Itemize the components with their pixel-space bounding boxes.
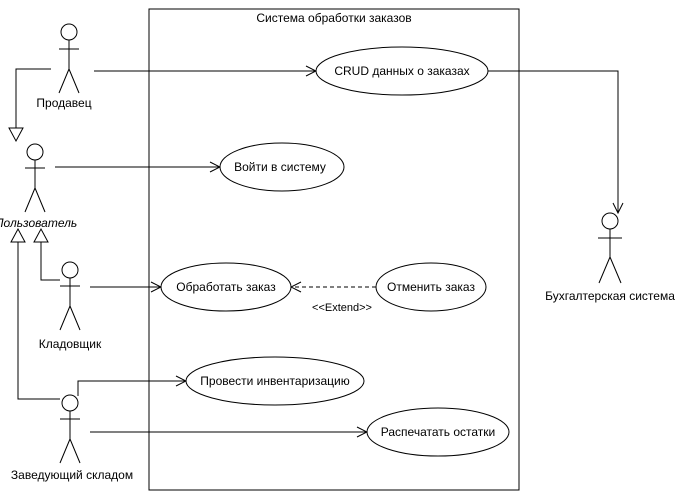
generalization-storekeeper-arrowhead <box>33 227 49 243</box>
actor-user-head <box>26 143 44 161</box>
generalization-head-user <box>17 242 60 400</box>
actor-seller-figure <box>58 40 80 94</box>
actor-accounting-figure <box>598 229 622 284</box>
actor-user-label: Пользователь <box>0 216 77 230</box>
actor-user-figure <box>24 160 46 213</box>
use-case-process: Обработать заказ <box>176 280 276 294</box>
generalization-seller-user <box>15 68 51 128</box>
actor-user: Пользователь <box>0 143 77 230</box>
actor-seller: Продавец <box>36 23 92 110</box>
use-case-print: Распечатать остатки <box>381 425 495 439</box>
association-crud-accounting <box>487 70 618 213</box>
association-head-inventory <box>77 381 186 396</box>
actor-warehouse-head-label: Заведующий складом <box>11 468 133 482</box>
use-case-cancel-ellipse <box>375 262 487 312</box>
use-case-crud: CRUD данных о заказах <box>334 64 469 78</box>
actor-warehouse-head-head <box>61 394 79 412</box>
generalization-head-arrowhead <box>10 227 26 243</box>
actor-storekeeper-label: Кладовщик <box>39 337 102 351</box>
actor-seller-head <box>60 23 78 41</box>
actor-warehouse-head-figure <box>59 411 81 464</box>
use-case-cancel: Отменить заказ <box>387 280 475 294</box>
generalization-storekeeper-user <box>40 242 60 281</box>
extend-label: <<Extend>> <box>312 302 372 314</box>
actor-accounting-label: Бухгалтерская система <box>545 289 675 303</box>
use-case-process-ellipse <box>160 262 292 312</box>
actor-seller-label: Продавец <box>36 96 91 110</box>
actor-accounting: Бухгалтерская система <box>545 212 675 303</box>
actor-storekeeper-figure <box>59 278 81 331</box>
actor-warehouse-head: Заведующий складом <box>11 394 133 482</box>
actor-storekeeper: Кладовщик <box>39 261 102 351</box>
system-boundary <box>148 8 520 491</box>
use-case-inventory: Провести инвентаризацию <box>200 374 349 388</box>
use-case-crud-ellipse <box>315 46 489 96</box>
generalization-seller-arrowhead <box>8 127 24 143</box>
use-case-print-ellipse <box>366 407 510 457</box>
use-case-inventory-ellipse <box>185 356 365 406</box>
actor-accounting-head <box>601 212 619 230</box>
system-title: Система обработки заказов <box>256 11 411 25</box>
actor-storekeeper-head <box>61 261 79 279</box>
use-case-login-ellipse <box>219 142 345 192</box>
use-case-login: Войти в систему <box>234 160 326 174</box>
